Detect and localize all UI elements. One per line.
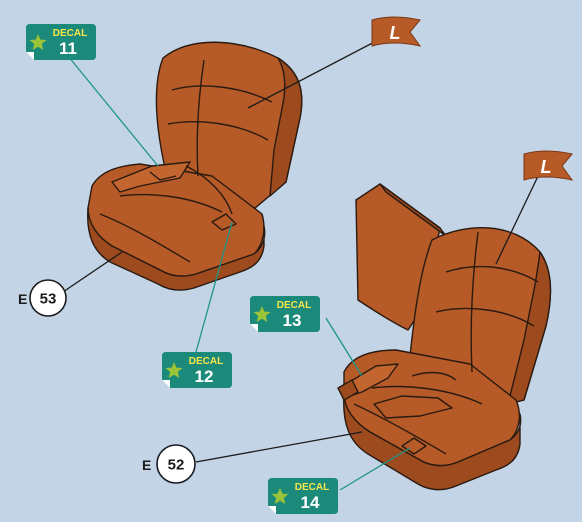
decal-number: 13 bbox=[283, 311, 302, 330]
decal-word: DECAL bbox=[277, 300, 311, 311]
part-letter: E bbox=[142, 457, 151, 473]
leader-decal-11 bbox=[68, 56, 158, 166]
flag-letter: L bbox=[541, 157, 552, 177]
side-flag-icon: L bbox=[524, 151, 572, 180]
decal-badge-12: DECAL 12 bbox=[162, 352, 232, 388]
part-letter: E bbox=[18, 291, 27, 307]
side-flag-icon: L bbox=[372, 17, 420, 46]
decal-number: 12 bbox=[195, 367, 214, 386]
decal-number: 14 bbox=[301, 493, 320, 512]
part-number: 53 bbox=[40, 291, 57, 308]
seat-right bbox=[338, 184, 551, 490]
decal-word: DECAL bbox=[53, 28, 87, 39]
decal-badge-13: DECAL 13 bbox=[250, 296, 320, 332]
decal-number: 11 bbox=[59, 39, 77, 58]
leader-decal-13 bbox=[326, 318, 362, 376]
leader-part-53 bbox=[60, 252, 122, 294]
decal-badge-14: DECAL 14 bbox=[268, 478, 338, 514]
decal-word: DECAL bbox=[189, 356, 223, 367]
leader-part-52 bbox=[196, 432, 362, 462]
decal-badge-11: DECAL 11 bbox=[26, 24, 96, 60]
part-callout-52: E 52 bbox=[142, 445, 195, 483]
part-number: 52 bbox=[168, 457, 185, 474]
flag-letter: L bbox=[390, 23, 401, 43]
decal-word: DECAL bbox=[295, 482, 329, 493]
part-callout-53: E 53 bbox=[18, 280, 66, 316]
